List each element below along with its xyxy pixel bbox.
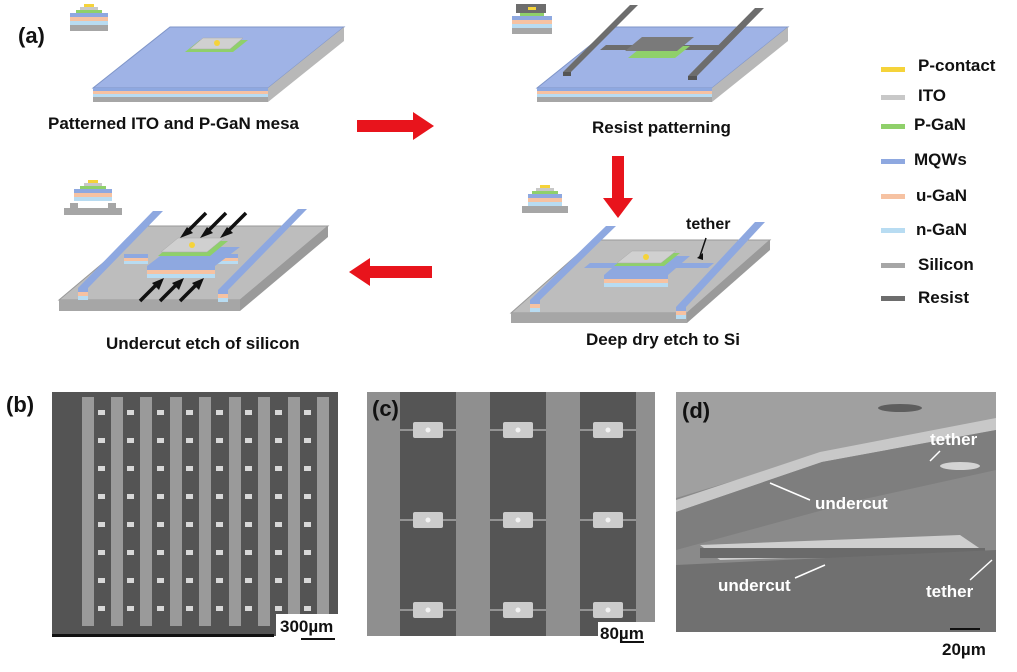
flow-arrow-down [603, 156, 633, 218]
legend-label-p-gan: P-GaN [914, 115, 966, 134]
panel-label-d: (d) [682, 398, 711, 423]
legend-label-mqws: MQWs [914, 150, 967, 169]
sem-d-tether-top: tether [930, 430, 978, 449]
legend-swatch-p-contact [881, 67, 905, 72]
step2-wafer [535, 5, 790, 102]
legend-swatch-silicon [881, 263, 905, 268]
step3-wafer [509, 222, 772, 323]
step4-stack-icon [64, 180, 122, 215]
tether-label: tether [686, 216, 731, 233]
legend-label-silicon: Silicon [918, 255, 974, 274]
sem-image-c [367, 392, 656, 643]
scale-bar-d-label: 20µm [942, 640, 986, 659]
step3-stack-icon [522, 185, 568, 213]
legend-swatch-n-gan [881, 228, 905, 233]
panel-label-c: (c) [372, 396, 399, 421]
legend-swatch-resist [881, 296, 905, 301]
step1-caption: Patterned ITO and P-GaN mesa [48, 114, 299, 133]
scale-bar-b-label: 300µm [280, 617, 334, 636]
legend-swatch-ito [881, 95, 905, 100]
legend-swatch-mqws [881, 159, 905, 164]
sem-d-undercut-bottom: undercut [718, 576, 791, 595]
flow-arrow-left [349, 258, 432, 286]
step1-wafer [91, 26, 346, 102]
legend-swatch-p-gan [881, 124, 905, 129]
step4-caption: Undercut etch of silicon [106, 334, 300, 353]
panel-label-a: (a) [18, 23, 45, 48]
sem-image-d [676, 392, 998, 666]
sem-d-undercut-top: undercut [815, 494, 888, 513]
sem-d-tether-bottom: tether [926, 582, 974, 601]
flow-arrow-right [357, 112, 434, 140]
legend-label-resist: Resist [918, 288, 970, 307]
step2-caption: Resist patterning [592, 118, 731, 137]
legend-label-ito: ITO [918, 86, 947, 105]
step3-caption: Deep dry etch to Si [586, 330, 740, 349]
legend-swatch-u-gan [881, 194, 905, 199]
legend-label-n-gan: n-GaN [916, 220, 967, 239]
step4-wafer [57, 209, 330, 311]
scale-bar-c-label: 80µm [600, 624, 644, 643]
legend-label-u-gan: u-GaN [916, 186, 967, 205]
sem-image-b [52, 392, 338, 640]
legend-label-p-contact: P-contact [918, 56, 996, 75]
panel-label-b: (b) [6, 392, 35, 417]
step2-stack-icon [512, 4, 552, 34]
step1-stack-icon [70, 4, 108, 31]
